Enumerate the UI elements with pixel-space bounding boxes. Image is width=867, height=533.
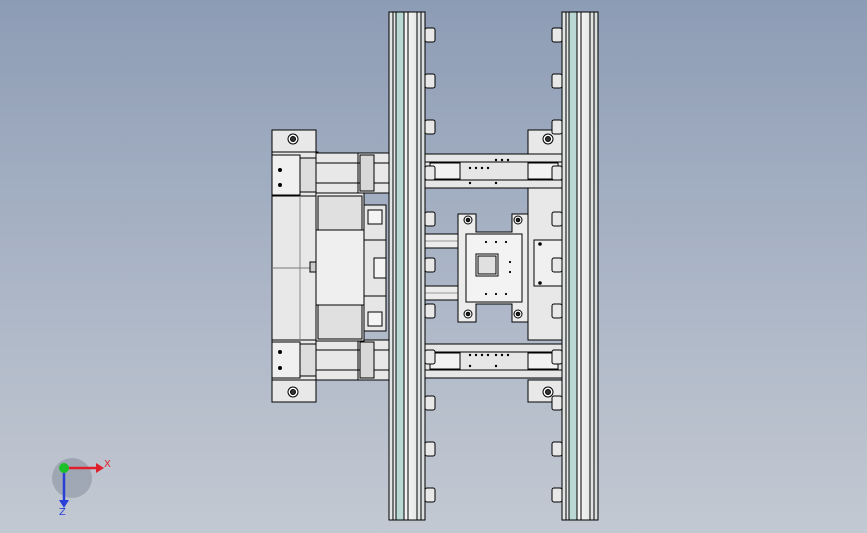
- orientation-triad[interactable]: X Z: [52, 458, 111, 518]
- triad-z-arrow-icon: [59, 500, 69, 508]
- bolt-icon: [290, 136, 296, 142]
- left-rail-slot: [395, 11, 405, 521]
- right-roller-nub: [551, 303, 563, 319]
- triad-shadow: [52, 458, 92, 498]
- right-roller-nub: [551, 441, 563, 457]
- left-roller-nub: [424, 211, 436, 227]
- right-roller-nub: [551, 73, 563, 89]
- right-roller-nub: [551, 349, 563, 365]
- left-upper-block: [271, 154, 301, 196]
- left-rail: [388, 11, 426, 521]
- upper-beam-holes: [468, 158, 510, 185]
- left-roller-nub: [424, 303, 436, 319]
- left-roller-nub: [424, 441, 436, 457]
- right-roller-nub: [551, 395, 563, 411]
- left-roller-nub: [424, 257, 436, 273]
- right-roller-nub: [551, 27, 563, 43]
- right-rail-slot: [568, 11, 578, 521]
- roller-nubs: [424, 27, 563, 503]
- right-roller-nub: [551, 211, 563, 227]
- left-rail-body: [388, 11, 426, 521]
- right-roller-nub: [551, 165, 563, 181]
- lower-beam-holes: [468, 353, 510, 368]
- left-roller-nub: [424, 73, 436, 89]
- left-roller-nub: [424, 395, 436, 411]
- left-roller-nub: [424, 349, 436, 365]
- bolt-icon: [545, 136, 551, 142]
- vertical-rails: [388, 11, 599, 521]
- left-mount-assembly: [271, 129, 395, 403]
- center-flange-plate: [457, 213, 529, 323]
- right-roller-nub: [551, 487, 563, 503]
- bolt-icon: [290, 389, 296, 395]
- right-rail: [561, 11, 599, 521]
- left-upper-crossbar: [315, 152, 395, 194]
- left-roller-nub: [424, 165, 436, 181]
- right-rail-body: [561, 11, 599, 521]
- right-roller-nub: [551, 119, 563, 135]
- left-lower-crossbar: [315, 339, 395, 381]
- triad-x-label: X: [104, 459, 111, 470]
- bolt-icon: [545, 389, 551, 395]
- left-roller-nub: [424, 27, 436, 43]
- left-lower-block: [271, 341, 301, 379]
- triad-x-arrow-icon: [96, 463, 104, 473]
- right-roller-nub: [551, 257, 563, 273]
- cross-beams: [423, 153, 565, 379]
- triad-z-label: Z: [59, 507, 66, 518]
- left-roller-nub: [424, 487, 436, 503]
- left-roller-nub: [424, 119, 436, 135]
- triad-y-origin-icon: [59, 463, 69, 473]
